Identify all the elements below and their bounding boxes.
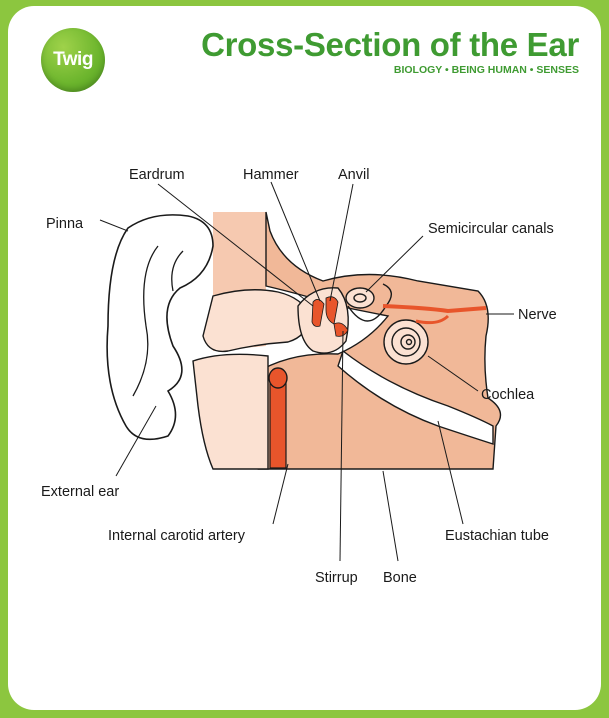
cochlea-shape	[384, 320, 428, 364]
ear-diagram: Eardrum Hammer Anvil Pinna Semicircular …	[8, 6, 601, 710]
poster-card: Twig Cross-Section of the Ear BIOLOGY • …	[8, 6, 601, 710]
label-hammer: Hammer	[243, 167, 299, 183]
label-pinna: Pinna	[46, 216, 84, 232]
label-semicircular-canals: Semicircular canals	[428, 221, 554, 237]
label-cochlea: Cochlea	[481, 387, 535, 403]
label-external-ear: External ear	[41, 484, 119, 500]
label-eardrum: Eardrum	[129, 167, 185, 183]
label-anvil: Anvil	[338, 167, 369, 183]
label-bone: Bone	[383, 570, 417, 586]
lower-tissue	[193, 354, 268, 469]
label-nerve: Nerve	[518, 307, 557, 323]
label-eustachian-tube: Eustachian tube	[445, 528, 549, 544]
ear-canal	[203, 290, 310, 352]
artery-opening	[269, 368, 287, 388]
pinna	[107, 215, 213, 439]
label-stirrup: Stirrup	[315, 570, 358, 586]
middle-ear-cavity	[298, 288, 348, 353]
label-internal-carotid-artery: Internal carotid artery	[108, 528, 246, 544]
